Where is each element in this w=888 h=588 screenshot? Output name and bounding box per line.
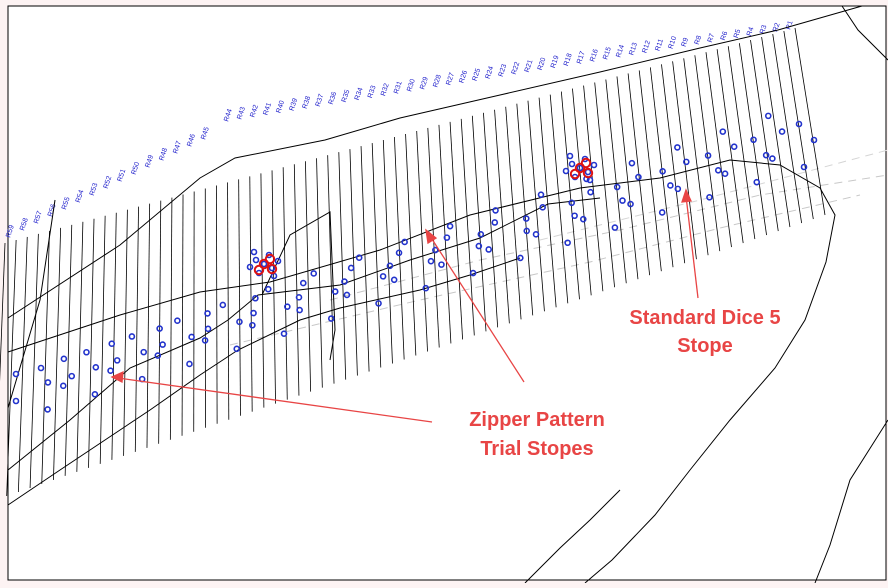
drawing-paper [8, 6, 886, 580]
dice-stope-label-line1: Standard Dice 5 [629, 307, 780, 329]
ring-line [0, 243, 5, 500]
zipper-stope-label-line2: Trial Stopes [480, 438, 593, 460]
zipper-stope-label-line1: Zipper Pattern [469, 409, 605, 431]
dice-stope-label-line2: Stope [677, 335, 733, 357]
